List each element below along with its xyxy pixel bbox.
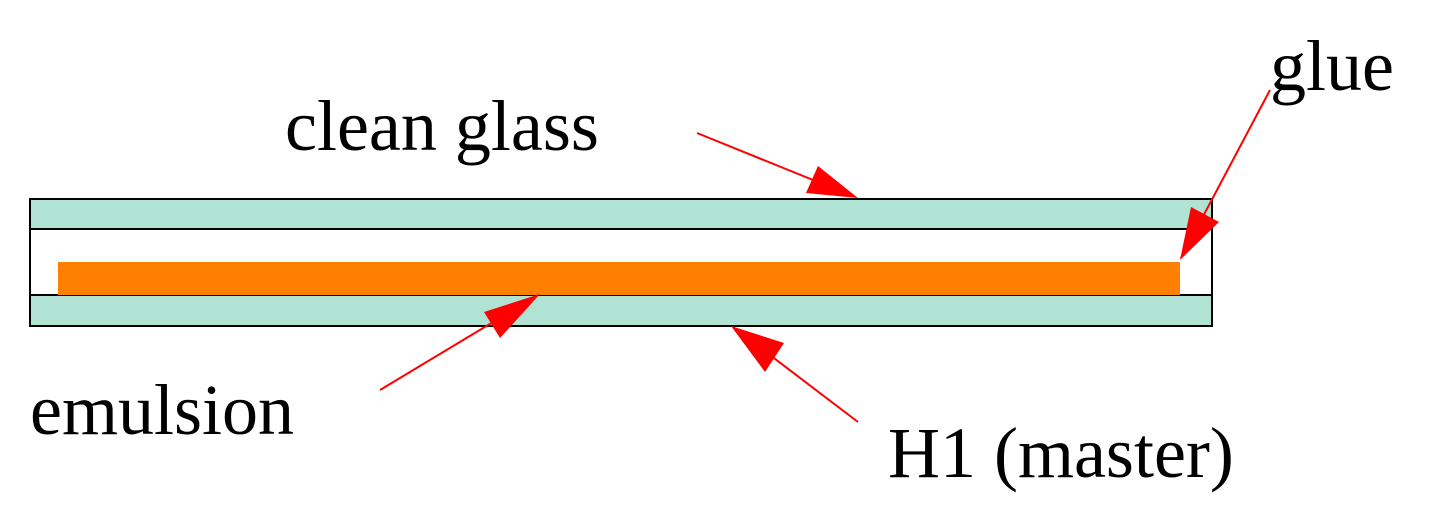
emulsion-arrowhead — [484, 294, 540, 338]
h1-master-label: H1 (master) — [888, 413, 1234, 493]
emulsion-layer — [58, 262, 1180, 295]
clean-glass-plate — [29, 198, 1213, 230]
emulsion-label: emulsion — [30, 370, 294, 450]
clean-glass-label: clean glass — [285, 86, 599, 166]
h1-master-glass-plate — [29, 294, 1213, 327]
clean-glass-arrowhead — [806, 166, 858, 198]
glue-arrowhead — [1180, 207, 1219, 260]
h1-master-arrowhead — [731, 326, 784, 372]
glue-label: glue — [1270, 26, 1394, 106]
